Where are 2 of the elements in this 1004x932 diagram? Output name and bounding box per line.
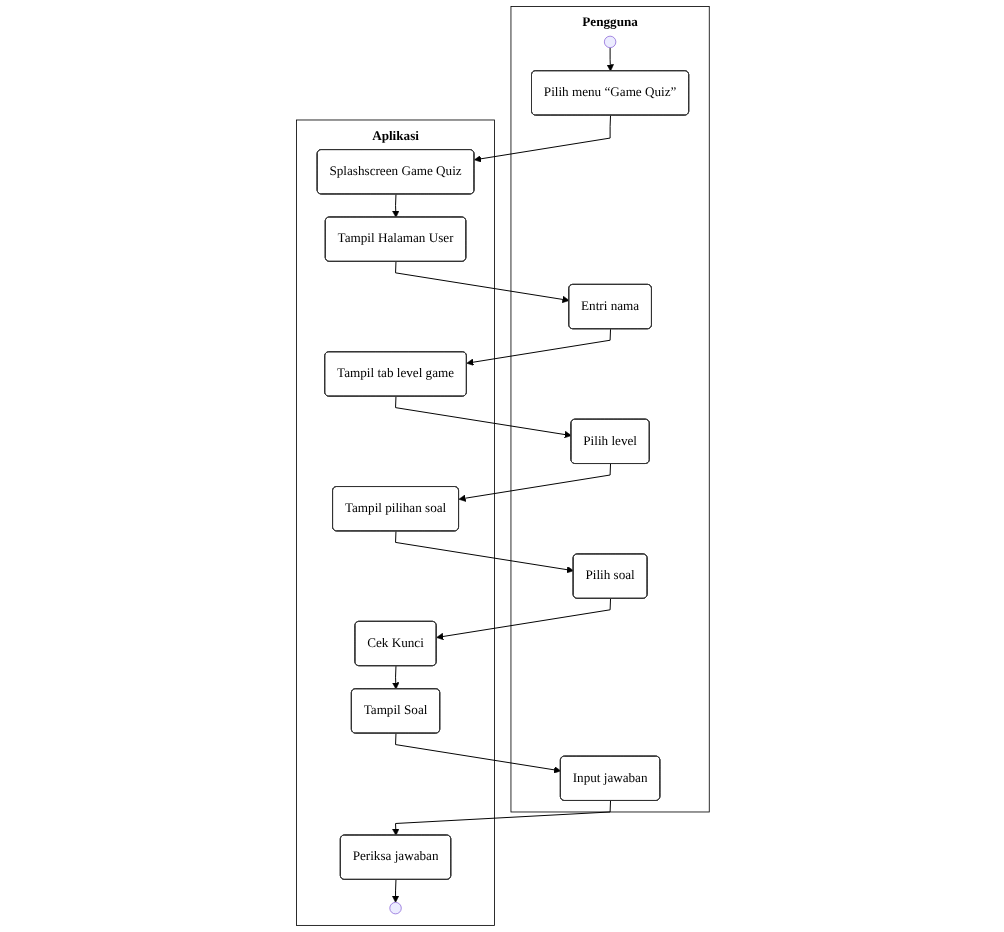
node-circle	[388, 901, 401, 915]
node-circle	[603, 35, 616, 49]
